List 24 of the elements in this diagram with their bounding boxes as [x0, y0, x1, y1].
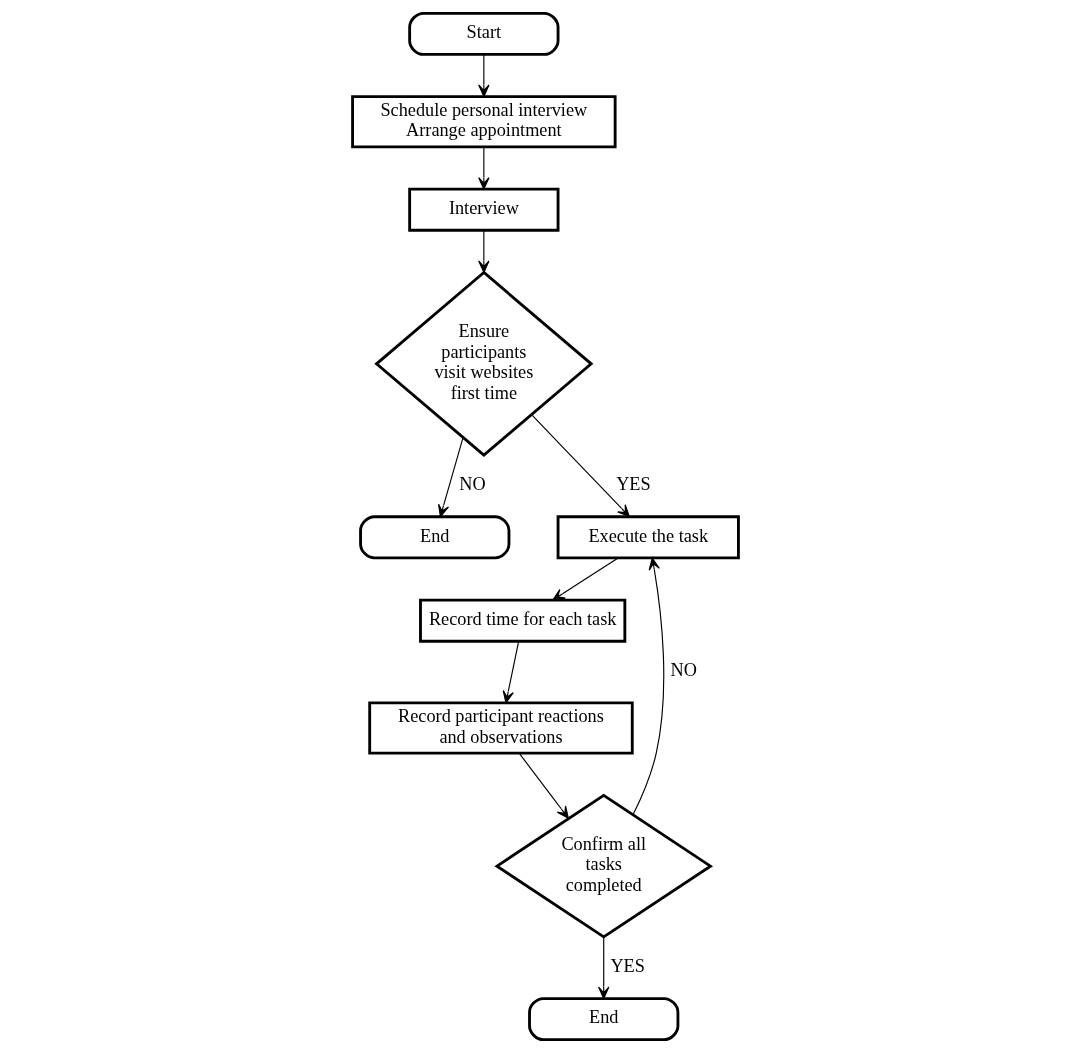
- node-diamond: Ensure participants visit websites first time: [373, 270, 593, 458]
- arrow: [437, 437, 464, 518]
- arrow: [477, 53, 490, 97]
- edge-label: NO: [458, 474, 486, 495]
- node-box: End: [358, 515, 510, 560]
- arrow: [632, 557, 664, 815]
- arrow: [518, 752, 569, 819]
- arrow: [530, 414, 630, 518]
- node-box: Record participant reactions and observations: [367, 701, 634, 755]
- node-diamond: Confirm all tasks completed: [493, 793, 713, 939]
- edge-label: YES: [615, 474, 651, 495]
- arrow: [551, 557, 619, 601]
- edge-label: NO: [669, 660, 697, 681]
- node-box: End: [527, 997, 679, 1042]
- arrow: [502, 641, 519, 704]
- arrow: [477, 146, 490, 190]
- arrow: [477, 229, 490, 273]
- arrow: [597, 936, 609, 1000]
- edge-label: YES: [609, 956, 645, 977]
- node-box: Interview: [407, 187, 559, 232]
- node-box: Schedule personal interview Arrange appointment: [350, 95, 617, 149]
- node-box: Execute the task: [556, 515, 740, 560]
- node-box: Record time for each task: [418, 598, 626, 643]
- node-box: Start: [407, 11, 559, 56]
